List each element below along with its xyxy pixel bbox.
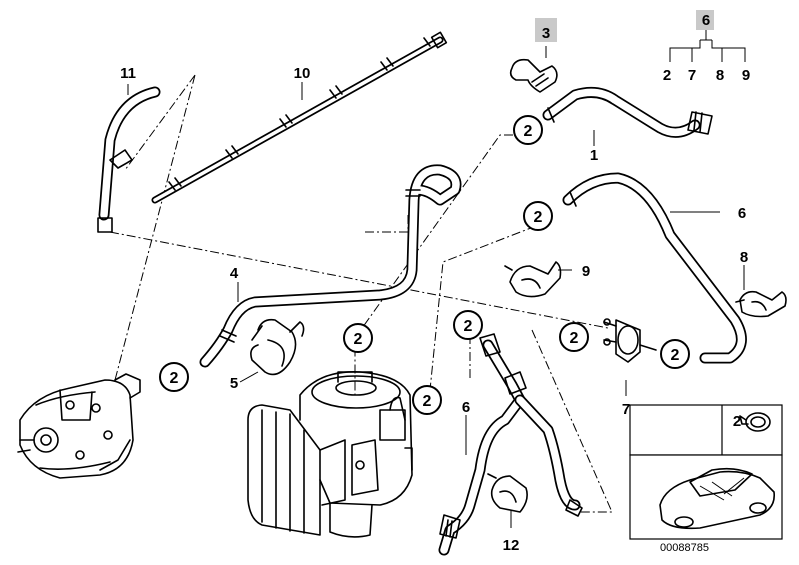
svg-text:2: 2 bbox=[570, 330, 579, 347]
clamp-marker-5: 2 bbox=[559, 322, 589, 352]
svg-text:2: 2 bbox=[524, 123, 533, 140]
callout-12: 12 bbox=[503, 537, 520, 554]
hose-6-right bbox=[562, 172, 747, 364]
fuel-filter-housing bbox=[247, 371, 413, 538]
clamp-8 bbox=[735, 290, 787, 318]
callout-5: 5 bbox=[230, 375, 238, 392]
high-pressure-pump bbox=[17, 373, 141, 479]
clamp-icon bbox=[739, 412, 771, 432]
hose-4 bbox=[199, 164, 462, 368]
callout-7: 7 bbox=[622, 401, 630, 418]
return-line-11 bbox=[97, 86, 161, 233]
svg-text:2: 2 bbox=[423, 393, 432, 410]
clamp-marker-7: 2 bbox=[159, 362, 189, 392]
clamp-3 bbox=[509, 58, 558, 93]
callout-4: 4 bbox=[230, 265, 239, 282]
inset-label: 2 bbox=[733, 413, 741, 430]
diagram-number: 00088785 bbox=[660, 542, 709, 554]
hose-1 bbox=[542, 86, 713, 138]
clamp-12 bbox=[487, 473, 528, 513]
leader-lines bbox=[127, 46, 745, 528]
clamp-5 bbox=[250, 318, 305, 376]
svg-text:2: 2 bbox=[170, 370, 179, 387]
tree-child-7: 7 bbox=[688, 67, 696, 84]
tree-child-2: 2 bbox=[663, 67, 671, 84]
callout-10: 10 bbox=[294, 65, 311, 82]
inset-panel: 2 bbox=[629, 404, 783, 540]
clamp-marker-1: 2 bbox=[513, 115, 543, 145]
svg-text:2: 2 bbox=[671, 347, 680, 364]
clamp-marker-3: 2 bbox=[453, 310, 483, 340]
tree-child-9: 9 bbox=[742, 67, 750, 84]
callout-tree-6 bbox=[669, 10, 746, 62]
callout-11: 11 bbox=[120, 65, 136, 82]
callout-1: 1 bbox=[590, 147, 598, 164]
callout-9: 9 bbox=[582, 263, 590, 280]
callout-3-highlight bbox=[535, 18, 557, 42]
valve-7 bbox=[603, 318, 657, 363]
clamp-marker-4: 2 bbox=[343, 323, 373, 353]
callout-3: 3 bbox=[542, 25, 550, 42]
clamp-marker-2: 2 bbox=[523, 201, 553, 231]
svg-text:2: 2 bbox=[534, 209, 543, 226]
callout-6-right: 6 bbox=[738, 205, 746, 222]
callout-8: 8 bbox=[740, 249, 748, 266]
tree-child-8: 8 bbox=[716, 67, 724, 84]
callout-6-bottom: 6 bbox=[462, 399, 470, 416]
svg-text:2: 2 bbox=[354, 331, 363, 348]
clamp-marker-8: 2 bbox=[412, 385, 442, 415]
hose-6-bottom bbox=[438, 333, 583, 556]
clamp-marker-6: 2 bbox=[660, 339, 690, 369]
injection-rail-line bbox=[151, 31, 448, 204]
clamp-9 bbox=[504, 261, 562, 298]
svg-text:2: 2 bbox=[464, 318, 473, 335]
callout-6-tree-root: 6 bbox=[702, 12, 710, 29]
car-silhouette-icon bbox=[659, 467, 776, 530]
